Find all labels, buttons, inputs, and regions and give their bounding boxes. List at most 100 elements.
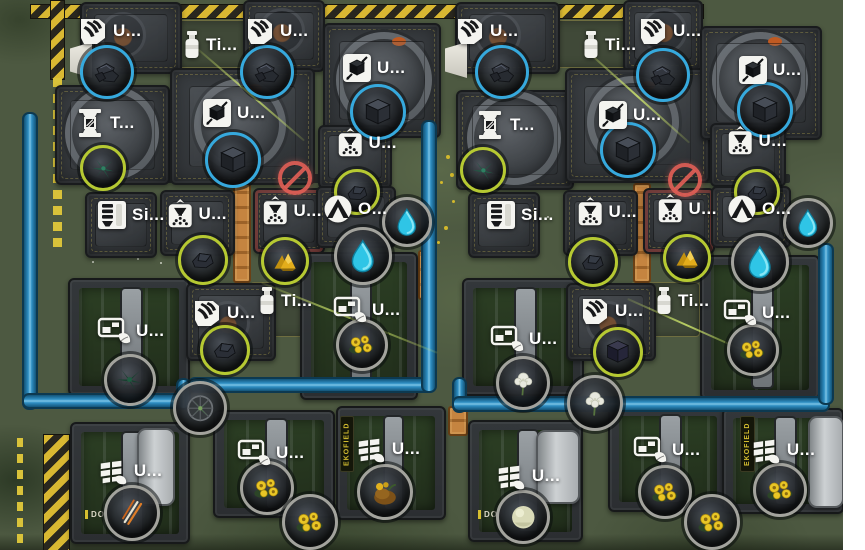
titanium-extractor-3-badge[interactable]: Ti... [582, 30, 636, 60]
silo-1-badge[interactable]: Si... [97, 200, 165, 230]
coal-node[interactable] [636, 48, 690, 102]
rock-node[interactable] [200, 325, 250, 375]
sieve-6-badge[interactable]: U... [657, 194, 717, 224]
refinery-2-badge[interactable]: O... [727, 194, 791, 224]
flower-node[interactable] [684, 494, 740, 550]
water-pipe[interactable] [22, 112, 38, 410]
water-node[interactable] [334, 227, 392, 285]
water-pipe[interactable] [188, 377, 436, 393]
shredder-1-badge[interactable]: U... [78, 16, 141, 46]
ground-speck [547, 216, 549, 218]
gridleaf-icon [97, 456, 129, 486]
coal-node[interactable] [475, 45, 529, 99]
compressor-3-badge[interactable]: U... [598, 100, 661, 130]
sieve-icon [167, 199, 193, 229]
plant-node[interactable] [104, 354, 156, 406]
hazard-stripe-border [50, 0, 65, 80]
titanium-extractor-1-badge[interactable]: Ti... [183, 30, 237, 60]
shredder-6-badge[interactable]: U... [580, 296, 643, 326]
water-pipe[interactable] [421, 120, 437, 393]
machine-label: U... [391, 439, 421, 458]
biolab-2-badge[interactable]: U... [333, 295, 400, 325]
flower-node[interactable] [638, 465, 692, 519]
ekofield-4-badge[interactable]: U... [750, 435, 815, 465]
biolab-5-badge[interactable]: U... [237, 438, 304, 468]
sieve-3-badge[interactable]: U... [262, 196, 322, 226]
plant-node[interactable] [460, 147, 506, 193]
sieve-1-badge[interactable]: U... [337, 128, 397, 158]
cube-node[interactable] [593, 327, 643, 377]
dock-tag: DO [85, 510, 105, 519]
prohibited-icon [278, 161, 312, 195]
shredder-2-badge[interactable]: U... [245, 16, 308, 46]
flower-node[interactable] [496, 356, 550, 410]
biolab-3-badge[interactable]: U... [490, 324, 557, 354]
claw-icon [638, 16, 668, 46]
cube-node[interactable] [737, 82, 793, 138]
flower-node[interactable] [336, 319, 388, 371]
ore-icon [666, 237, 708, 279]
coal-node[interactable] [240, 45, 294, 99]
prohibited-icon [668, 163, 702, 197]
shredder-4-badge[interactable]: U... [455, 16, 518, 46]
ore-node[interactable] [663, 234, 711, 282]
machine-label: U... [786, 440, 816, 459]
machine-label: U... [372, 300, 401, 319]
planter-node[interactable] [173, 381, 227, 435]
compressor-1-badge[interactable]: U... [202, 98, 265, 128]
biolab-4-badge[interactable]: U... [723, 298, 790, 328]
titanium-extractor-2-badge[interactable]: Ti... [258, 286, 312, 316]
compressor-4-badge[interactable]: U... [738, 55, 801, 85]
cube-node[interactable] [350, 84, 406, 140]
gridleaf-icon [355, 434, 387, 464]
press-icon [75, 108, 105, 138]
cube-node[interactable] [205, 132, 261, 188]
plant-node[interactable] [80, 145, 126, 191]
coal-icon [639, 51, 687, 99]
biolab-6-badge[interactable]: U... [633, 435, 700, 465]
sieve-5-badge[interactable]: U... [577, 197, 637, 227]
shredder-5-badge[interactable]: U... [638, 16, 701, 46]
conveyor-strip[interactable] [233, 183, 251, 283]
rock-node[interactable] [178, 235, 228, 285]
indicator-dot [768, 37, 783, 47]
silo-2-badge[interactable]: Si... [486, 200, 554, 230]
cube-node[interactable] [600, 122, 656, 178]
silo-machine-1[interactable] [85, 192, 157, 258]
thresher-1-badge[interactable]: T... [75, 108, 135, 138]
flower-node[interactable] [753, 463, 807, 517]
sticks-node[interactable] [104, 485, 160, 541]
machine-label: Ti... [281, 291, 313, 310]
ekofield-2-badge[interactable]: U... [355, 434, 420, 464]
shredder-3-badge[interactable]: U... [192, 298, 255, 328]
press-icon [475, 110, 505, 140]
gridleaf-icon [750, 435, 782, 465]
compressor-2-badge[interactable]: U... [342, 53, 405, 83]
claw-icon [78, 16, 108, 46]
flower-node[interactable] [727, 324, 779, 376]
thresher-2-badge[interactable]: T... [475, 110, 535, 140]
water-pipe[interactable] [818, 243, 834, 405]
indicator-dot [392, 37, 407, 47]
biolab-1-badge[interactable]: U... [97, 316, 164, 346]
water-node[interactable] [783, 198, 833, 248]
ekofield-1-badge[interactable]: U... [97, 456, 162, 486]
water-node[interactable] [382, 197, 432, 247]
ore-node[interactable] [261, 237, 309, 285]
water-node[interactable] [731, 233, 789, 291]
cubeDark-icon [596, 330, 640, 374]
flower-node[interactable] [567, 375, 623, 431]
sieve-4-badge[interactable]: U... [727, 126, 787, 156]
gridleaf-icon [495, 461, 527, 491]
plant-pot-node[interactable] [357, 464, 413, 520]
ekofield-3-badge[interactable]: U... [495, 461, 560, 491]
rock-node[interactable] [568, 237, 618, 287]
sphere-node[interactable] [496, 490, 550, 544]
titanium-extractor-4-badge[interactable]: Ti... [655, 286, 709, 316]
water-pipe[interactable] [22, 393, 190, 409]
claw-icon [580, 296, 610, 326]
flower-node[interactable] [282, 494, 338, 550]
refinery-1-badge[interactable]: O... [323, 194, 387, 224]
sieve-2-badge[interactable]: U... [167, 199, 227, 229]
coal-node[interactable] [80, 45, 134, 99]
